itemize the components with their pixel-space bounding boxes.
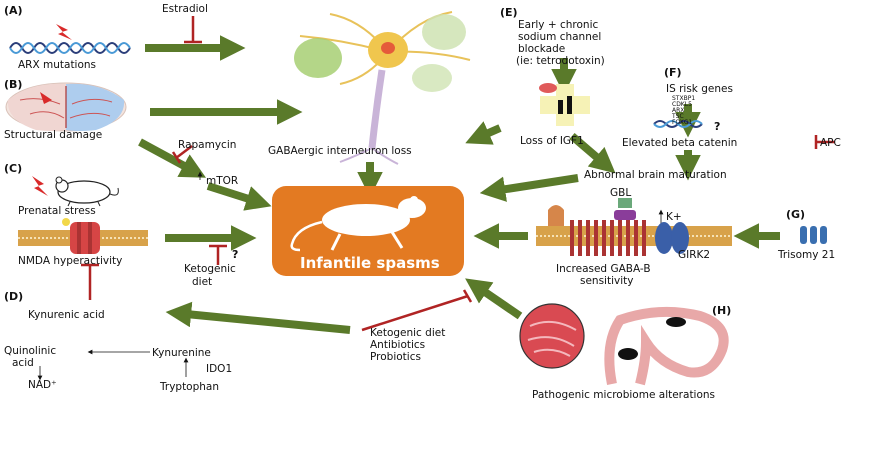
inhibitions (81, 16, 835, 332)
panel-label-a: (A) (4, 4, 23, 17)
k-plus-label: K+ (666, 211, 682, 223)
lightning-icon (32, 176, 48, 196)
panel-label-g: (G) (786, 208, 805, 221)
gabaergic-loss-label: GABAergic interneuron loss (268, 145, 412, 157)
beta-catenin-label: Elevated beta catenin (622, 137, 737, 149)
ido1-label: IDO1 (206, 363, 232, 375)
kynurenine-label: Kynurenine (152, 347, 211, 359)
panel-label-b: (B) (4, 78, 22, 91)
quinolinic-acid-label: acid (12, 357, 34, 369)
rat-icon (290, 196, 426, 252)
treatment-probiotics-label: Probiotics (370, 351, 421, 363)
gene-3: ARX (672, 107, 684, 114)
intestine-icon (604, 306, 729, 386)
tryptophan-label: Tryptophan (159, 381, 219, 393)
gaba-b-sensitivity-label: sensitivity (580, 275, 633, 287)
trisomy-label: Trisomy 21 (777, 249, 835, 261)
igf1-icon (539, 83, 590, 126)
gene-4: TSC (671, 113, 684, 120)
gene-5: FOXG1 (672, 119, 693, 126)
arrows (138, 35, 780, 334)
arrow-structural-to-mtor (138, 138, 207, 178)
mtor-label: mTOR (206, 175, 238, 187)
gaba-b-label: Increased GABA-B (556, 263, 651, 275)
sodium-line-2: sodium channel (518, 31, 601, 43)
ketogenic-label: Ketogenic (184, 263, 236, 275)
microbiome-label: Pathogenic microbiome alterations (532, 389, 715, 401)
panel-label-f: (F) (664, 66, 682, 79)
treatment-antibiotics-label: Antibiotics (370, 339, 425, 351)
estradiol-label: Estradiol (162, 3, 208, 15)
arrow-igf-to-maturation (569, 132, 616, 174)
ketogenic-diet-label: diet (192, 276, 212, 288)
gene-1: STXBP1 (672, 95, 695, 102)
neuron-illustration (294, 11, 471, 165)
panel-label-h: (H) (712, 304, 731, 317)
arrow-microbiome-to-spasms (465, 278, 523, 320)
panel-label-c: (C) (4, 162, 22, 175)
loss-igf1-label: Loss of IGF1 (520, 135, 584, 147)
gene-2: CDKL5 (672, 101, 692, 108)
rapamycin-label: Rapamycin (178, 139, 236, 151)
metabolic-arrows (37, 171, 664, 381)
dna-icon (9, 42, 131, 54)
gaba-b-membrane (536, 198, 732, 256)
sodium-line-4: (ie: tetrodotoxin) (516, 55, 605, 67)
sodium-line-1: Early + chronic (518, 19, 598, 31)
prenatal-stress-label: Prenatal stress (18, 205, 96, 217)
brain-slice-icon (5, 82, 127, 132)
treatment-ketogenic-label: Ketogenic diet (370, 327, 445, 339)
ketogenic-question-mark: ? (232, 248, 238, 261)
nmda-membrane (18, 218, 148, 254)
kynurenic-acid-label: Kynurenic acid (28, 309, 105, 321)
infantile-spasms-title: Infantile spasms (300, 254, 440, 272)
arrow-igf-to-neuron (465, 121, 502, 145)
risk-genes-label: IS risk genes (666, 83, 733, 95)
arx-mutations-label: ARX mutations (18, 59, 96, 71)
panel-label-d: (D) (4, 290, 23, 303)
lightning-icon (56, 24, 72, 40)
girk2-label: GIRK2 (678, 249, 710, 261)
abnormal-maturation-label: Abnormal brain maturation (584, 169, 727, 181)
arrow-mtor-to-spasms (206, 182, 272, 211)
arrow-maturation-to-spasms (479, 174, 579, 202)
nmda-hyperactivity-label: NMDA hyperactivity (18, 255, 122, 267)
chromosome-icon (800, 226, 827, 244)
beta-question-mark: ? (714, 120, 720, 133)
microbiome-icon (519, 303, 585, 369)
apc-label: APC (820, 137, 841, 149)
arrow-treatment-to-kynurenic (165, 301, 351, 334)
beta-catenin-dna-icon (653, 120, 703, 128)
nad-label: NAD⁺ (28, 379, 57, 391)
mouse-icon (55, 176, 119, 207)
sodium-line-3: blockade (518, 43, 565, 55)
quinolinic-label: Quinolinic (4, 345, 56, 357)
panel-label-e: (E) (500, 6, 518, 19)
structural-damage-label: Structural damage (4, 129, 102, 141)
gbl-label: GBL (610, 187, 631, 199)
